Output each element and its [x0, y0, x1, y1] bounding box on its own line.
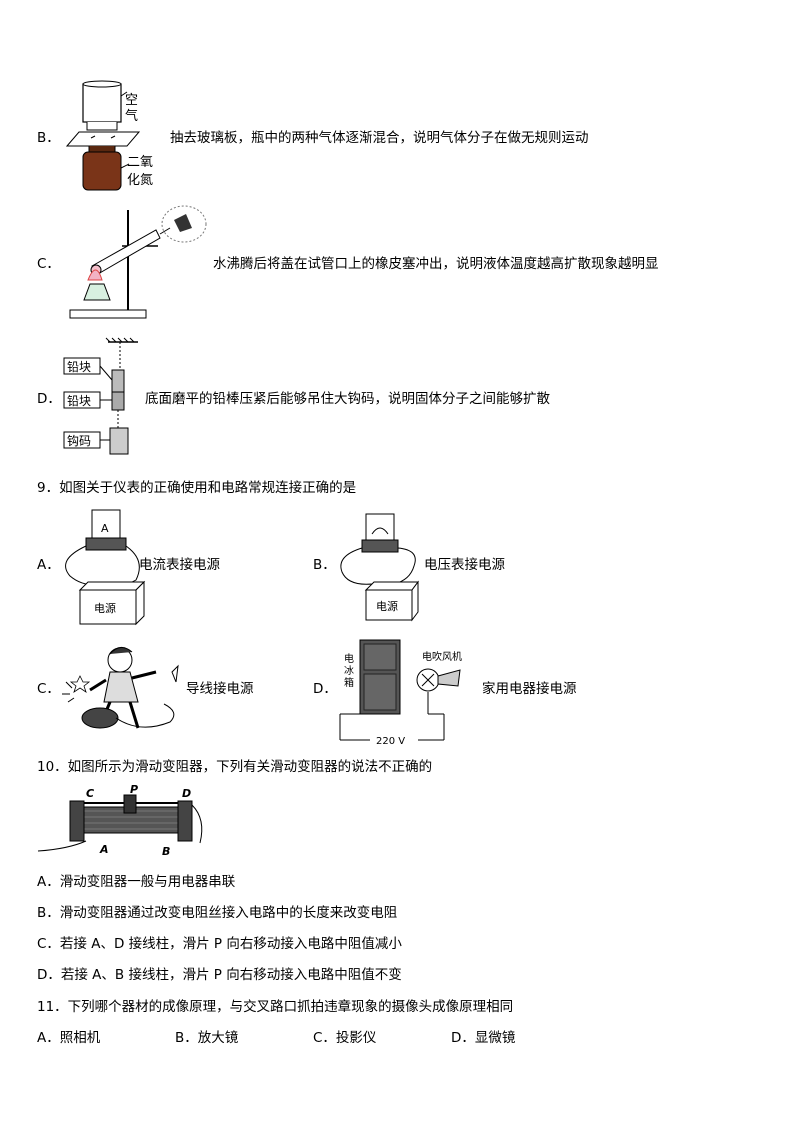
q11-option-a: A．照相机: [37, 1030, 101, 1046]
fridge-label-2: 冰: [344, 664, 354, 677]
q10-stem: 10．如图所示为滑动变阻器，下列有关滑动变阻器的说法不正确的: [37, 759, 433, 775]
ammeter-mark: A: [101, 522, 109, 535]
q9-option-b-text: 电压表接电源: [424, 557, 505, 573]
fig-label-air-1: 空: [125, 93, 138, 108]
fridge-label-1: 电: [344, 652, 354, 665]
terminal-d: D: [182, 787, 191, 800]
fig-label-air-2: 气: [125, 108, 138, 124]
source-label-b: 电源: [376, 599, 398, 613]
q8-option-d-letter: D．: [37, 391, 61, 407]
q9-option-d-letter: D．: [313, 681, 337, 697]
fridge-label-3: 箱: [344, 676, 354, 689]
q9-option-b-letter: B．: [313, 557, 336, 573]
ammeter-source-figure: A 电源: [65, 509, 146, 626]
lead-blocks-figure: 铅块 铅块 钩码: [63, 337, 138, 455]
q9-option-c-text: 导线接电源: [186, 681, 254, 697]
q9-option-a-letter: A．: [37, 557, 60, 573]
test-tube-heating-figure: [69, 205, 207, 319]
fig-label-lead-1: 铅块: [67, 360, 91, 374]
q9-option-d-text: 家用电器接电源: [482, 681, 577, 697]
voltage-label: 220 V: [376, 736, 405, 747]
q8-option-c-text: 水沸腾后将盖在试管口上的橡皮塞冲出，说明液体温度越高扩散现象越明显: [213, 256, 659, 272]
q9-option-c-letter: C．: [37, 681, 60, 697]
slider-p: P: [130, 783, 138, 796]
q8-option-b-letter: B．: [37, 130, 60, 146]
fig-label-no2-2: 化氮: [127, 173, 153, 188]
q8-option-b-text: 抽去玻璃板，瓶中的两种气体逐渐混合，说明气体分子在做无规则运动: [170, 130, 589, 146]
source-label-a: 电源: [94, 601, 116, 615]
fig-label-weight: 钩码: [67, 434, 91, 448]
q11-option-b: B．放大镜: [175, 1030, 239, 1046]
terminal-c: C: [86, 787, 94, 800]
rheostat-figure: C P D A B: [37, 783, 203, 858]
appliance-circuit-figure: 电 冰 箱 电吹风机 220 V: [339, 639, 462, 747]
terminal-b: B: [162, 845, 170, 858]
fig-label-no2-1: 二氧: [127, 155, 153, 170]
gas-diffusion-figure: 空 气 二氧 化氮: [65, 80, 153, 191]
wire-short-circuit-figure: [62, 647, 179, 729]
hairdryer-label: 电吹风机: [422, 650, 462, 663]
q10-option-b: B．滑动变阻器通过改变电阻丝接入电路中的长度来改变电阻: [37, 905, 398, 921]
q10-option-c: C．若接 A、D 接线柱，滑片 P 向右移动接入电路中阻值减小: [37, 936, 402, 952]
q11-option-c: C．投影仪: [313, 1030, 377, 1046]
q10-option-a: A．滑动变阻器一般与用电器串联: [37, 874, 236, 890]
terminal-a: A: [99, 843, 109, 856]
fig-label-lead-2: 铅块: [67, 394, 91, 408]
q10-option-d: D．若接 A、B 接线柱，滑片 P 向右移动接入电路中阻值不变: [37, 967, 402, 983]
q8-option-d-text: 底面磨平的铅棒压紧后能够吊住大钩码，说明固体分子之间能够扩散: [145, 391, 550, 407]
q11-stem: 11．下列哪个器材的成像原理，与交叉路口抓拍违章现象的摄像头成像原理相同: [37, 999, 514, 1015]
q9-stem: 9．如图关于仪表的正确使用和电路常规连接正确的是: [37, 480, 357, 496]
q9-option-a-text: 电流表接电源: [139, 557, 220, 573]
voltmeter-source-figure: 电源: [340, 513, 419, 622]
q11-option-d: D．显微镜: [451, 1030, 516, 1046]
q8-option-c-letter: C．: [37, 256, 60, 272]
